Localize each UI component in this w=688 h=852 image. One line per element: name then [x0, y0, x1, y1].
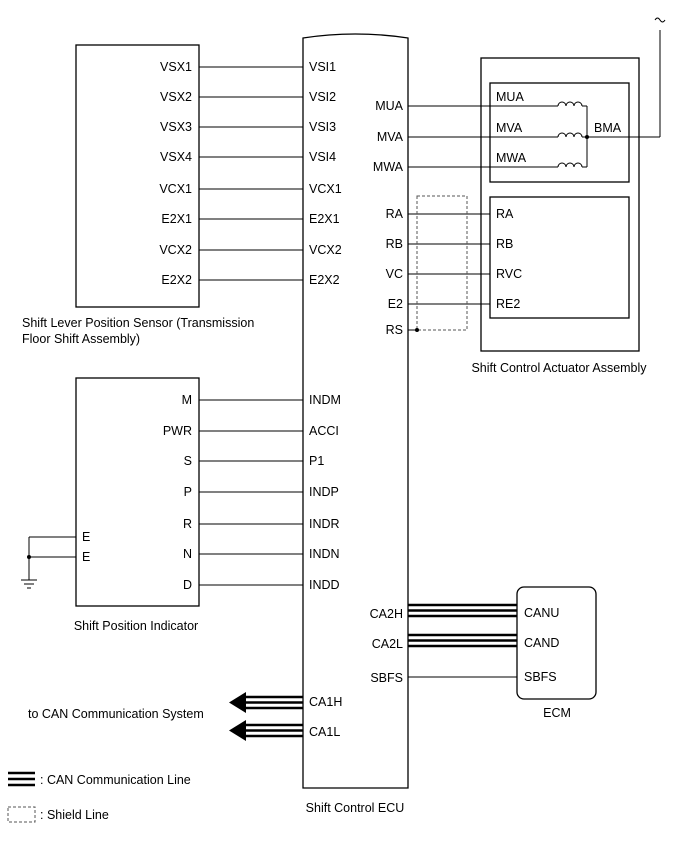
lever-pin-label: VSX1: [160, 60, 192, 74]
indicator-title: Shift Position Indicator: [74, 619, 198, 633]
ecu-pin-label: CA1H: [309, 695, 342, 709]
actuator-sensor-box: [489, 196, 630, 319]
ecu-pin-label: CA2H: [370, 607, 403, 621]
ecu-pin-label: RB: [386, 237, 403, 251]
indicator-pin-label: R: [183, 517, 192, 531]
can-system-label: to CAN Communication System: [28, 707, 204, 721]
can-line-ca2h: [408, 603, 517, 618]
shift-lever-position-sensor: Shift Lever Position Sensor (Transmissio…: [22, 44, 342, 346]
ecu-pin-label: INDD: [309, 578, 340, 592]
ecu-pin-label: MVA: [377, 130, 404, 144]
ecu-pin-label: INDM: [309, 393, 341, 407]
shield-line: [416, 195, 468, 331]
ecu-pin-label: VSI1: [309, 60, 336, 74]
legend-can-label: : CAN Communication Line: [40, 773, 191, 787]
ecu-pin-label: INDN: [309, 547, 340, 561]
can-line-ca2l: [408, 633, 517, 648]
ecu-pin-label: ACCI: [309, 424, 339, 438]
ecu-pin-label: INDR: [309, 517, 340, 531]
ecu-box: [302, 33, 409, 789]
arrow-left-icon: [229, 720, 246, 741]
ecu-pin-label: RS: [386, 323, 403, 337]
ecu-pin-label: VCX1: [309, 182, 342, 196]
actuator-common-label: BMA: [594, 121, 622, 135]
ecu-pin-label: MWA: [373, 160, 404, 174]
legend-shield-label: : Shield Line: [40, 808, 109, 822]
coil-w-icon: [557, 162, 583, 168]
actuator-pin-label: RA: [496, 207, 514, 221]
lever-pin-label: VSX2: [160, 90, 192, 104]
coil-u-icon: [557, 101, 583, 107]
coil-v-icon: [557, 132, 583, 138]
ecm-box: [516, 586, 597, 700]
shift-control-actuator-assembly: Shift Control Actuator Assembly BMA MUA …: [373, 17, 666, 375]
ground-junction: [27, 555, 31, 559]
ecm-title: ECM: [543, 706, 571, 720]
ecu-pin-label: CA2L: [372, 637, 403, 651]
legend: : CAN Communication Line : Shield Line: [7, 771, 191, 823]
ecu-title: Shift Control ECU: [306, 801, 405, 815]
ecu-pin-label: P1: [309, 454, 324, 468]
indicator-pin-label: PWR: [163, 424, 192, 438]
ecm: ECM CA2H CA2L SBFS CANU CAND SBFS: [370, 586, 597, 720]
lever-pin-label: VSX4: [160, 150, 192, 164]
actuator-outer-box: [480, 57, 640, 352]
ecu-pin-label: E2: [388, 297, 403, 311]
ecu-pin-label: E2X1: [309, 212, 340, 226]
ecu-pin-label: MUA: [375, 99, 403, 113]
lever-pin-label: E2X2: [161, 273, 192, 287]
ecu-pin-label: VSI3: [309, 120, 336, 134]
ecu-pin-label: VC: [386, 267, 403, 281]
ecu-pin-label: VSI4: [309, 150, 336, 164]
ground-icon: [21, 579, 37, 589]
legend-shield-icon: [7, 806, 36, 823]
ecm-pin-label: CANU: [524, 606, 559, 620]
ecu-pin-label: INDP: [309, 485, 339, 499]
ecm-pin-label: SBFS: [524, 670, 557, 684]
ecm-pin-label: CAND: [524, 636, 559, 650]
lever-pin-label: VCX1: [159, 182, 192, 196]
actuator-motor-box: [489, 82, 630, 183]
arrow-left-icon: [229, 692, 246, 713]
actuator-pin-label: RVC: [496, 267, 522, 281]
indicator-pin-label: D: [183, 578, 192, 592]
lever-sensor-box: [75, 44, 200, 308]
ecu-pin-label: VCX2: [309, 243, 342, 257]
actuator-pin-label: MWA: [496, 151, 527, 165]
power-source-icon: [654, 17, 666, 23]
indicator-box: [75, 377, 200, 607]
indicator-pin-label: M: [182, 393, 192, 407]
actuator-pin-label: RB: [496, 237, 513, 251]
actuator-pin-label: MVA: [496, 121, 523, 135]
can-line-ca1l: [229, 720, 303, 741]
ecu-pin-label: RA: [386, 207, 404, 221]
ecu-pin-label: E2X2: [309, 273, 340, 287]
shift-position-indicator: Shift Position Indicator M PWR S P R N D…: [21, 377, 341, 633]
lever-sensor-title-line2: Floor Shift Assembly): [22, 332, 140, 346]
lever-pin-label: VCX2: [159, 243, 192, 257]
shift-control-ecu: Shift Control ECU: [302, 33, 409, 815]
indicator-ground-pin: E: [82, 530, 90, 544]
lever-pin-label: VSX3: [160, 120, 192, 134]
ecu-pin-label: CA1L: [309, 725, 340, 739]
indicator-pin-label: N: [183, 547, 192, 561]
indicator-ground-pin: E: [82, 550, 90, 564]
ecu-pin-label: VSI2: [309, 90, 336, 104]
indicator-pin-label: S: [184, 454, 192, 468]
indicator-pin-label: P: [184, 485, 192, 499]
can-line-ca1h: [229, 692, 303, 713]
legend-can-icon: [8, 771, 35, 787]
shield-junction: [415, 328, 419, 332]
actuator-pin-label: MUA: [496, 90, 524, 104]
lever-sensor-title-line1: Shift Lever Position Sensor (Transmissio…: [22, 316, 254, 330]
actuator-title: Shift Control Actuator Assembly: [471, 361, 647, 375]
actuator-pin-label: RE2: [496, 297, 520, 311]
ecu-pin-label: SBFS: [370, 671, 403, 685]
lever-pin-label: E2X1: [161, 212, 192, 226]
can-communication-system: to CAN Communication System CA1H CA1L: [28, 692, 342, 741]
